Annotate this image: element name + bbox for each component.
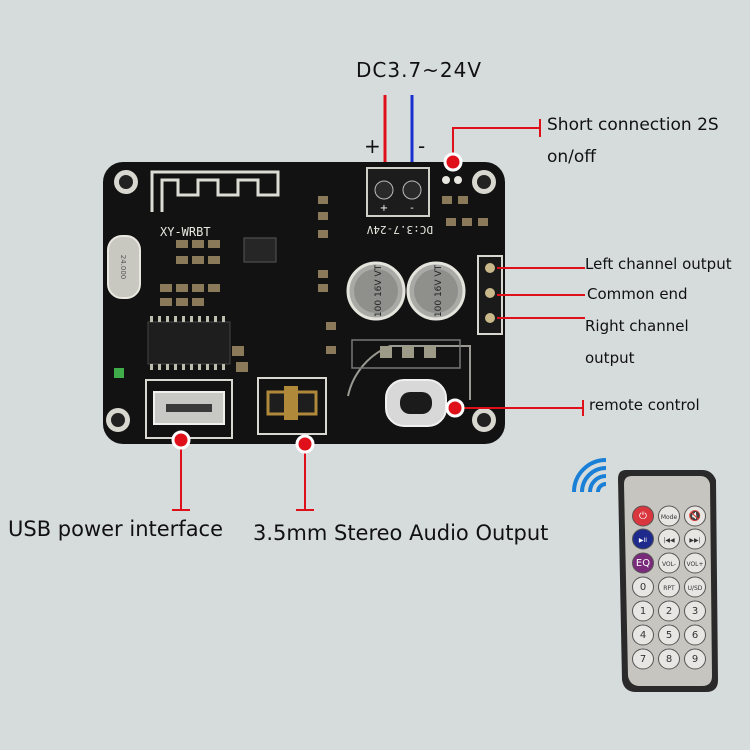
capacitor-2 <box>406 261 466 321</box>
callout-dots <box>171 152 465 454</box>
wireless-icon <box>596 482 607 493</box>
remote-key <box>658 505 680 527</box>
remote-key <box>632 576 654 598</box>
remote-key <box>684 552 706 574</box>
remote-key <box>632 624 654 646</box>
remote-key-label: U/SD <box>688 585 703 592</box>
short-connection-label-2: on/off <box>547 147 597 167</box>
board-voltage-text: DC:3.7-24V <box>366 223 433 236</box>
remote-control: ⏻ Mode 🔇 ▶II |◀◀ ▶▶| EQ VOL- VOL+ 0 RPT U/SD 1 2 3 4 5 6 7… <box>572 458 718 692</box>
capacitor-1-text: 100 16V VT <box>374 264 384 317</box>
remote-key-label: 9 <box>692 654 698 665</box>
remote-key-label: VOL- <box>662 561 676 568</box>
remote-key-label: VOL+ <box>686 561 703 568</box>
status-led <box>114 368 124 378</box>
pcb-board <box>103 162 505 444</box>
antenna-trace <box>150 170 280 212</box>
power-input-label: DC3.7~24V <box>356 58 483 82</box>
remote-key-label: 7 <box>640 654 646 665</box>
remote-key <box>632 552 654 574</box>
terminal-plus-text: + <box>380 203 388 214</box>
remote-key <box>684 576 706 598</box>
remote-key-label: 🔇 <box>689 509 701 522</box>
right-channel-label: Right channel <box>585 317 689 335</box>
board-model-text: XY-WRBT <box>160 225 211 239</box>
remote-key-label: ⏻ <box>639 511 647 522</box>
capacitor-2-text: 100 16V VT <box>434 264 444 317</box>
right-channel-label-2: output <box>585 349 635 367</box>
usb-power-label: USB power interface <box>8 517 224 541</box>
plus-sign: + <box>364 134 381 158</box>
remote-key-label: 5 <box>666 630 672 641</box>
remote-key-label: |◀◀ <box>663 537 675 544</box>
left-channel-label: Left channel output <box>585 255 732 273</box>
capacitor-1 <box>346 261 406 321</box>
common-end-label: Common end <box>587 285 688 303</box>
remote-key-label: ▶▶| <box>689 537 700 544</box>
remote-key <box>632 600 654 622</box>
terminal-minus-text: - <box>410 203 414 214</box>
remote-key-label: 8 <box>666 654 672 665</box>
remote-key-label: RPT <box>663 585 675 592</box>
regulator <box>243 237 277 263</box>
minus-sign: - <box>418 134 426 158</box>
remote-key <box>658 576 680 598</box>
crystal <box>107 235 141 299</box>
remote-key <box>632 648 654 670</box>
remote-key-label: 1 <box>640 606 646 617</box>
remote-key <box>658 552 680 574</box>
short-connection-label: Short connection 2S <box>547 115 719 135</box>
remote-key <box>658 600 680 622</box>
remote-key-label: EQ <box>636 558 650 569</box>
remote-key <box>684 648 706 670</box>
remote-control-label: remote control <box>589 396 700 414</box>
remote-key <box>658 648 680 670</box>
remote-key <box>684 624 706 646</box>
remote-key-label: Mode <box>661 514 678 521</box>
remote-key-label: 4 <box>640 630 646 641</box>
remote-key <box>658 528 680 550</box>
remote-key <box>684 528 706 550</box>
audio-output-label: 3.5mm Stereo Audio Output <box>253 521 549 545</box>
remote-key <box>632 505 654 527</box>
remote-key-label: 6 <box>692 630 698 641</box>
remote-key <box>684 505 706 527</box>
remote-key-label: 3 <box>692 606 698 617</box>
remote-key-label: 0 <box>640 582 646 593</box>
remote-key-label: ▶II <box>639 537 647 544</box>
remote-key <box>658 624 680 646</box>
crystal-text: 24.000 <box>119 255 127 280</box>
remote-key <box>632 528 654 550</box>
remote-key-label: 2 <box>666 606 672 617</box>
main-chip <box>147 321 231 365</box>
leader-lines <box>172 119 585 511</box>
remote-key <box>684 600 706 622</box>
